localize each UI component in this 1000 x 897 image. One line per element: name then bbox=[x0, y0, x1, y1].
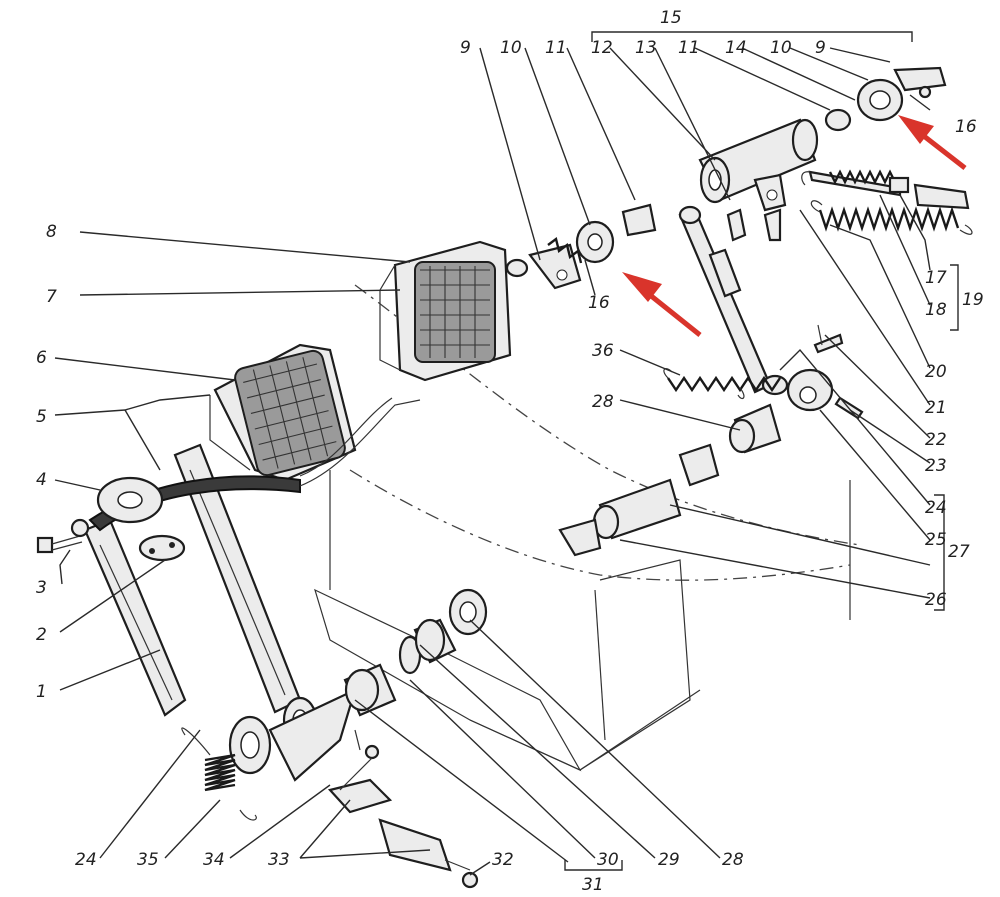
label-21: 21 bbox=[925, 398, 947, 418]
label-13: 13 bbox=[635, 38, 657, 58]
label-20: 20 bbox=[925, 362, 947, 382]
label-29: 29 bbox=[658, 850, 680, 870]
label-8: 8 bbox=[46, 222, 57, 242]
label-11-left: 11 bbox=[545, 38, 567, 58]
rubber-boot bbox=[96, 476, 186, 562]
label-16-left: 16 bbox=[588, 293, 610, 313]
label-30: 30 bbox=[597, 850, 619, 870]
label-25: 25 bbox=[925, 530, 947, 550]
part-labels: 1 2 3 4 5 6 7 8 9 10 11 12 13 11 14 10 9… bbox=[36, 8, 984, 895]
spring-20 bbox=[810, 200, 973, 235]
label-7: 7 bbox=[46, 287, 57, 307]
label-19: 19 bbox=[962, 290, 984, 310]
front-pedal-pad bbox=[209, 343, 357, 482]
upper-shaft-assembly bbox=[678, 118, 819, 396]
label-33: 33 bbox=[268, 850, 290, 870]
highlight-arrow-right bbox=[898, 115, 967, 170]
label-11-right: 11 bbox=[678, 38, 700, 58]
rear-pedal-pad bbox=[379, 240, 512, 382]
bolt-3 bbox=[36, 518, 90, 554]
label-22: 22 bbox=[925, 430, 947, 450]
label-24-right: 24 bbox=[925, 498, 947, 518]
label-4: 4 bbox=[36, 470, 47, 490]
label-27: 27 bbox=[948, 542, 970, 562]
label-32: 32 bbox=[492, 850, 514, 870]
label-6: 6 bbox=[36, 348, 47, 368]
label-3: 3 bbox=[36, 578, 47, 598]
leader-lines bbox=[54, 47, 931, 876]
label-24-left: 24 bbox=[75, 850, 97, 870]
label-26: 26 bbox=[925, 590, 947, 610]
label-14: 14 bbox=[725, 38, 747, 58]
label-35: 35 bbox=[137, 850, 159, 870]
label-28-upper: 28 bbox=[592, 392, 614, 412]
bracket-parts-left bbox=[505, 203, 657, 290]
label-2: 2 bbox=[36, 625, 47, 645]
label-16-right: 16 bbox=[955, 117, 977, 137]
label-5: 5 bbox=[36, 407, 47, 427]
shaft-sleeves bbox=[558, 324, 864, 557]
label-34: 34 bbox=[203, 850, 225, 870]
lower-bushings bbox=[343, 588, 488, 717]
bracket-19 bbox=[950, 264, 959, 331]
pin-17-18 bbox=[801, 169, 970, 210]
pedal-pivot bbox=[228, 687, 357, 782]
label-9-right: 9 bbox=[815, 38, 826, 58]
label-12: 12 bbox=[591, 38, 613, 58]
return-spring-35 bbox=[181, 727, 257, 821]
pivot-pin-33 bbox=[327, 729, 479, 889]
label-36: 36 bbox=[592, 341, 614, 361]
label-17: 17 bbox=[925, 268, 947, 288]
bracket-15 bbox=[591, 31, 913, 42]
label-9-left: 9 bbox=[460, 38, 471, 58]
label-31: 31 bbox=[582, 875, 604, 895]
bracket-31 bbox=[564, 860, 623, 871]
label-15: 15 bbox=[660, 8, 682, 28]
label-23: 23 bbox=[925, 456, 947, 476]
label-18: 18 bbox=[925, 300, 947, 320]
label-10-left: 10 bbox=[500, 38, 522, 58]
highlight-arrow-left bbox=[622, 272, 702, 337]
bracket-27 bbox=[934, 494, 945, 611]
label-28-lower: 28 bbox=[722, 850, 744, 870]
upper-washers bbox=[824, 66, 947, 132]
label-1: 1 bbox=[36, 682, 47, 702]
label-10-right: 10 bbox=[770, 38, 792, 58]
